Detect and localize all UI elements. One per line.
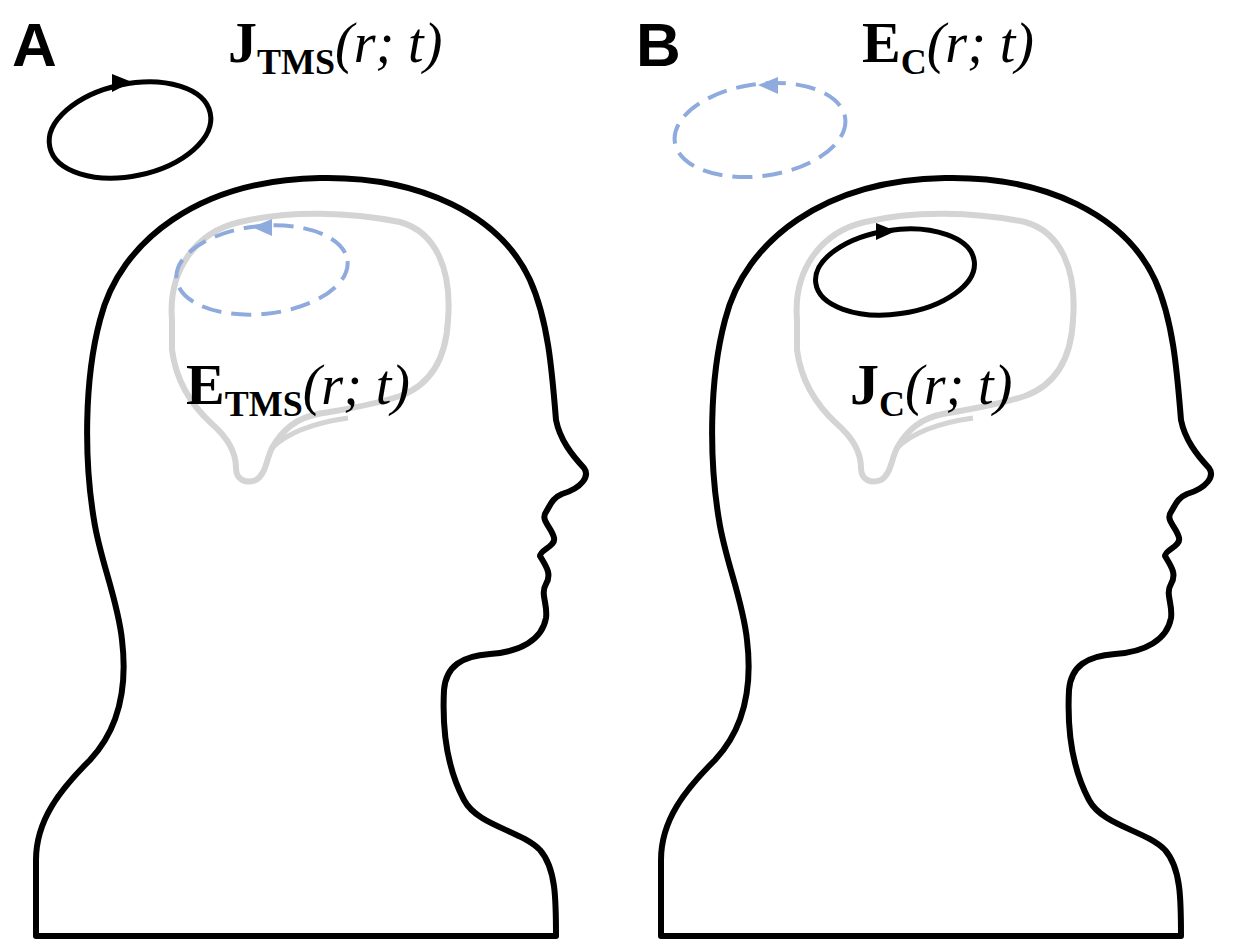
formula-label: B [636, 14, 681, 76]
formula-label: ETMS(r; t) [186, 356, 410, 414]
symbol-argument: (r; t) [905, 354, 1012, 416]
symbol-base: E [862, 10, 901, 75]
symbol-argument: (r; t) [303, 354, 410, 416]
symbol-subscript: C [901, 42, 927, 82]
formula-label: JC(r; t) [850, 356, 1012, 414]
panel-letter: B [636, 10, 681, 79]
panel-letter: A [12, 10, 57, 79]
symbol-base: J [228, 10, 257, 75]
symbol-base: J [850, 352, 879, 417]
symbol-argument: (r; t) [927, 12, 1034, 74]
symbol-subscript: TMS [225, 384, 303, 424]
formula-label: JTMS(r; t) [228, 14, 442, 72]
symbol-base: E [186, 352, 225, 417]
symbol-subscript: C [879, 384, 905, 424]
formula-label: EC(r; t) [862, 14, 1034, 72]
formula-label: A [12, 14, 57, 76]
symbol-subscript: TMS [257, 42, 335, 82]
symbol-argument: (r; t) [335, 12, 442, 74]
